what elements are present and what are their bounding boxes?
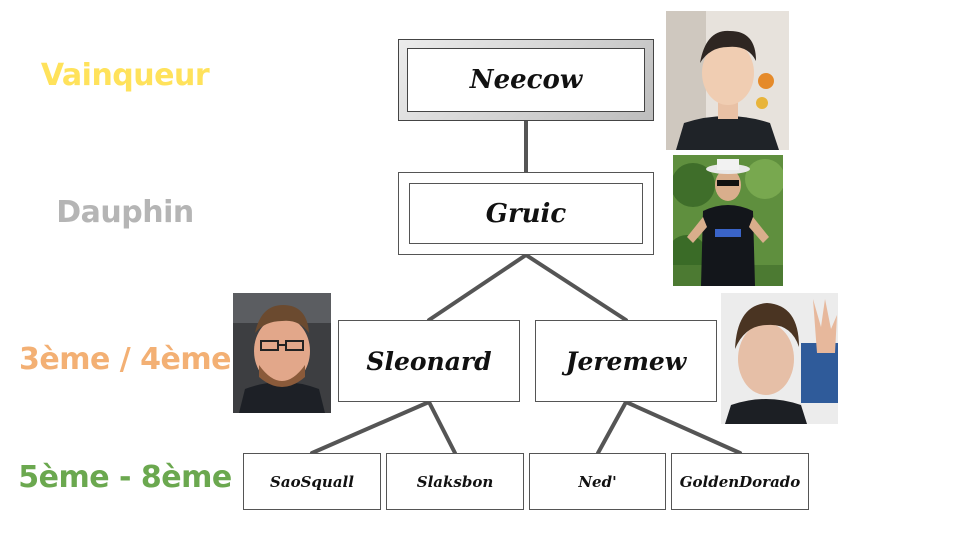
runner-up-name: Gruic [409, 183, 643, 244]
connector-semi-left-q1 [310, 400, 431, 455]
connector-semi-right-q3 [596, 400, 628, 455]
quarter-box-1: SaoSquall [243, 453, 381, 510]
quarter-box-4: GoldenDorado [671, 453, 809, 510]
connector-runner-semi-left [427, 253, 528, 322]
winner-box: Neecow [398, 39, 654, 121]
winner-photo [666, 11, 789, 150]
rank-label-semis: 3ème / 4ème [19, 342, 232, 377]
winner-name: Neecow [407, 48, 645, 112]
quarter-box-3: Ned' [529, 453, 666, 510]
rank-label-winner: Vainqueur [40, 58, 210, 93]
connector-semi-right-q4 [624, 400, 742, 455]
semi-right-box: Jeremew [535, 320, 717, 402]
rank-label-runner-up: Dauphin [56, 195, 194, 230]
runner-up-photo [673, 155, 783, 286]
semi-left-box: Sleonard [338, 320, 520, 402]
semi-right-photo [721, 293, 838, 424]
connector-semi-left-q2 [427, 400, 457, 455]
connector-runner-semi-right [524, 253, 628, 322]
runner-up-box: Gruic [398, 172, 654, 255]
rank-label-quarters: 5ème - 8ème [18, 460, 232, 495]
semi-left-photo [233, 293, 331, 413]
quarter-box-2: Slaksbon [386, 453, 524, 510]
